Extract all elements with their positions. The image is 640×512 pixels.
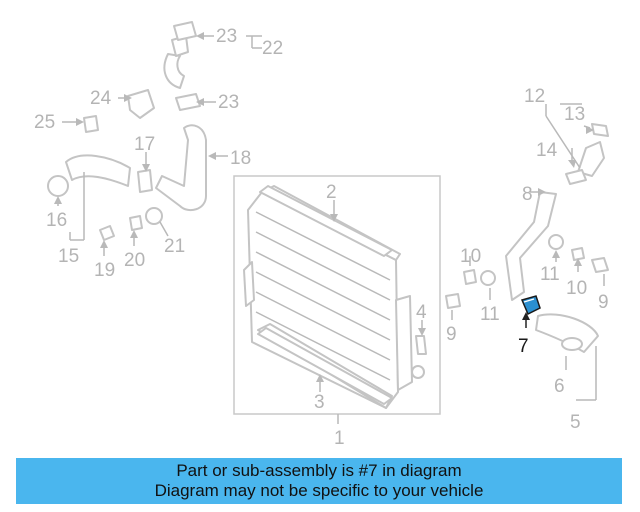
callout-19: 19 xyxy=(94,260,115,281)
callout-23a: 23 xyxy=(216,26,237,47)
callout-24: 24 xyxy=(90,88,112,109)
callout-4: 4 xyxy=(416,302,427,323)
bolt-25 xyxy=(83,115,99,133)
pipe-18 xyxy=(155,124,207,212)
callout-22: 22 xyxy=(262,38,283,59)
callout-5: 5 xyxy=(570,412,581,433)
callout-2: 2 xyxy=(326,182,337,203)
callout-17: 17 xyxy=(134,134,155,155)
radiator-frame xyxy=(233,175,441,415)
banner-line-1: Part or sub-assembly is #7 in diagram xyxy=(176,461,462,480)
callout-10b: 10 xyxy=(460,246,481,267)
callout-23b: 23 xyxy=(218,92,239,113)
bolt-10b xyxy=(463,269,477,285)
callout-9a: 9 xyxy=(598,292,609,313)
nut-9b xyxy=(445,293,461,309)
grommet-11a xyxy=(548,234,564,250)
lower-seal-strip xyxy=(257,327,393,405)
pipe-8 xyxy=(505,191,557,301)
callout-9b: 9 xyxy=(446,324,457,345)
sensor-17 xyxy=(137,169,153,193)
clamp-7-highlighted[interactable] xyxy=(520,295,541,316)
info-banner: Part or sub-assembly is #7 in diagram Di… xyxy=(16,458,622,504)
callout-15: 15 xyxy=(58,246,79,267)
callout-20: 20 xyxy=(124,250,145,271)
bolt-20 xyxy=(129,215,143,231)
hose-5 xyxy=(535,313,599,353)
upper-seal-strip xyxy=(259,185,393,257)
callout-11a: 11 xyxy=(540,264,560,285)
callout-16: 16 xyxy=(46,210,67,231)
hose-15 xyxy=(65,154,131,187)
callout-10a: 10 xyxy=(566,278,587,299)
callout-18: 18 xyxy=(230,148,251,169)
callout-21: 21 xyxy=(164,236,185,257)
callout-13: 13 xyxy=(564,104,585,125)
flange-24 xyxy=(127,89,155,119)
ring-16 xyxy=(47,175,69,197)
grommet-21 xyxy=(145,207,163,225)
callout-6: 6 xyxy=(554,376,565,397)
callout-14: 14 xyxy=(536,140,558,161)
callout-1: 1 xyxy=(334,428,345,449)
hose-22 xyxy=(163,35,189,89)
callout-12: 12 xyxy=(524,86,545,107)
leader-lines xyxy=(54,32,605,424)
nut-19 xyxy=(99,225,115,241)
callout-7: 7 xyxy=(518,336,529,357)
callout-8: 8 xyxy=(522,184,533,205)
clamp-23a xyxy=(173,21,197,41)
ring-14 xyxy=(565,169,587,185)
clip-4 xyxy=(415,335,427,355)
callout-3: 3 xyxy=(314,392,325,413)
grommet-11b xyxy=(480,270,496,286)
clamp-23b xyxy=(175,93,201,111)
clamp-13 xyxy=(591,123,609,137)
nut-9a xyxy=(591,257,609,273)
callout-25: 25 xyxy=(34,112,55,133)
callout-11b: 11 xyxy=(480,304,500,325)
callout-labels: 1 2 3 4 5 6 7 8 9 9 10 10 11 11 12 13 14… xyxy=(34,26,609,449)
banner-line-2: Diagram may not be specific to your vehi… xyxy=(154,481,484,500)
bolt-10a xyxy=(571,247,585,261)
